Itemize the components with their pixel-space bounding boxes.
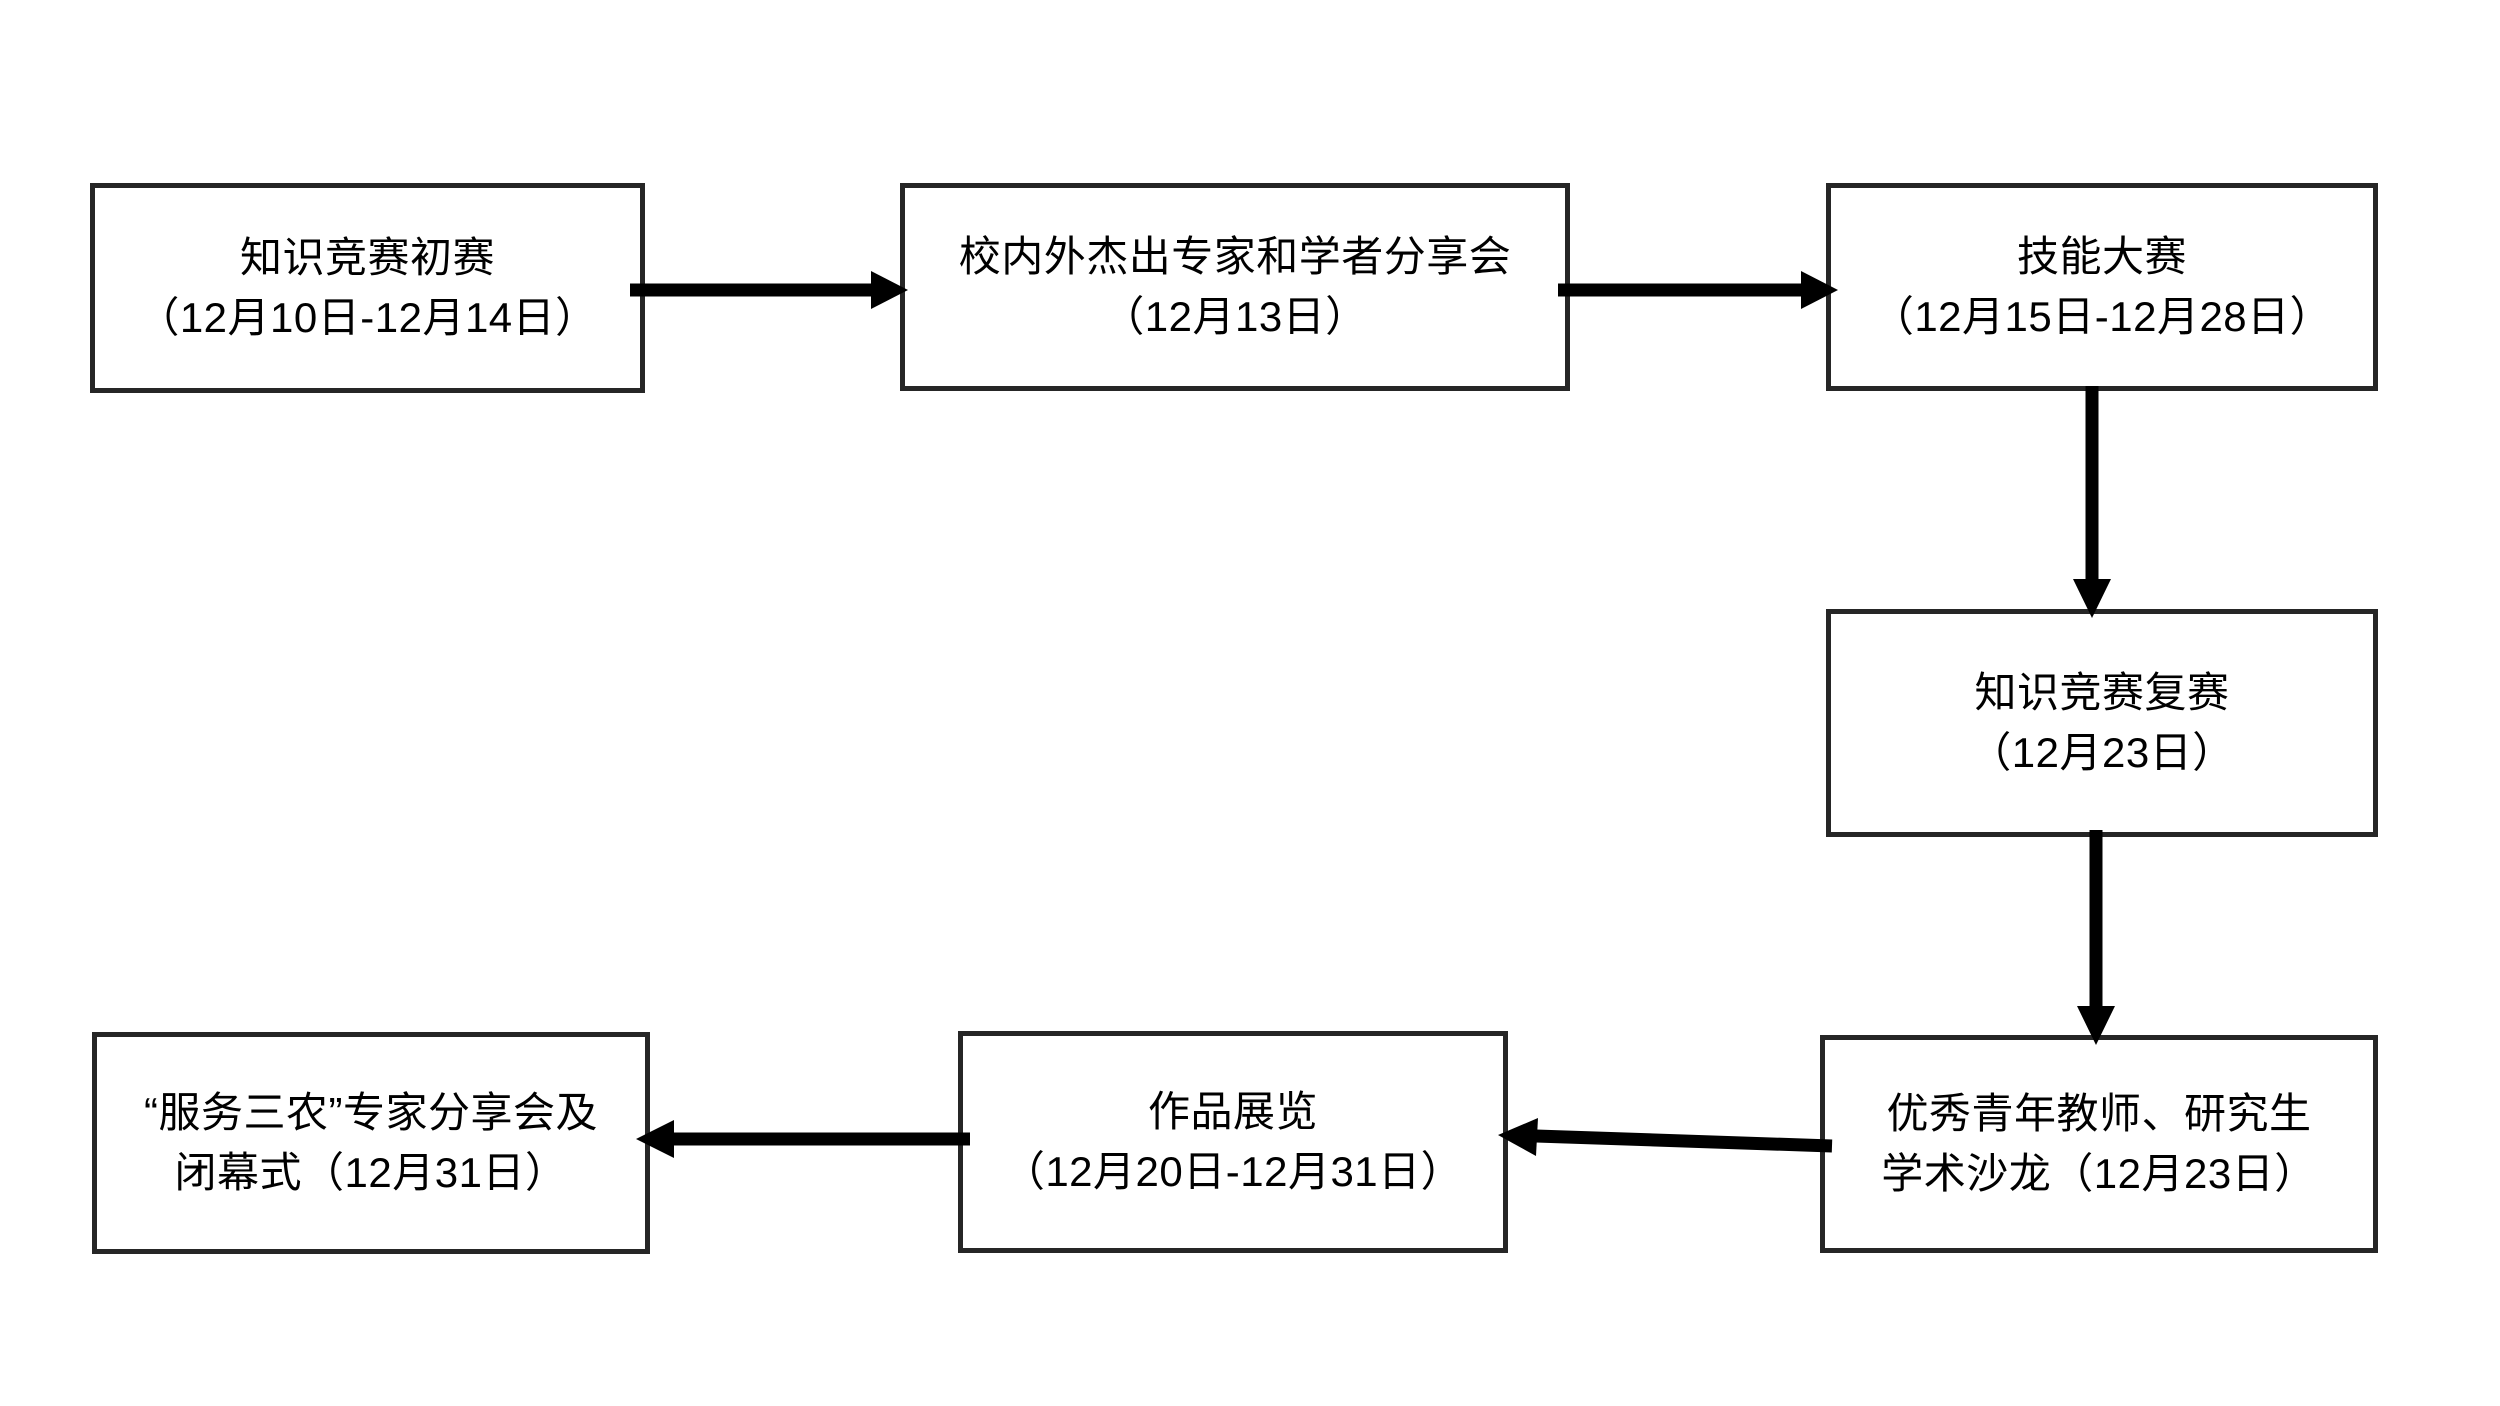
flow-node-label: 优秀青年教师、研究生 学术沙龙（12月23日） [1881,1090,2317,1197]
arrow-down-icon [2060,386,2130,618]
flow-node-knowledge-contest-semifinal[interactable]: 知识竞赛复赛 （12月23日） [1826,609,2378,837]
arrow-left-icon [632,1112,972,1168]
flow-node-label: 技能大赛 （12月15日-12月28日） [1871,233,2333,340]
arrow-down-icon [2060,830,2130,1045]
flow-node-academic-salon[interactable]: 优秀青年教师、研究生 学术沙龙（12月23日） [1820,1035,2378,1253]
flow-node-label: “服务三农”专家分享会及 闭幕式（12月31日） [144,1089,598,1196]
flow-node-label: 知识竞赛复赛 （12月23日） [1969,669,2235,776]
flow-node-label: 知识竞赛初赛 （12月10日-12月14日） [137,234,598,341]
flow-node-skills-competition[interactable]: 技能大赛 （12月15日-12月28日） [1826,183,2378,391]
arrow-left-icon [1494,1112,1834,1168]
arrow-right-icon [1556,262,1838,318]
arrow-right-icon [628,262,908,318]
flow-node-works-exhibition[interactable]: 作品展览 （12月20日-12月31日） [958,1031,1508,1253]
flow-node-label: 校内外杰出专家和学者分享会 （12月13日） [958,233,1512,340]
flow-node-label: 作品展览 （12月20日-12月31日） [1002,1088,1464,1195]
flow-node-expert-scholar-sharing[interactable]: 校内外杰出专家和学者分享会 （12月13日） [900,183,1570,391]
flow-node-knowledge-contest-prelim[interactable]: 知识竞赛初赛 （12月10日-12月14日） [90,183,645,393]
flow-node-closing-ceremony[interactable]: “服务三农”专家分享会及 闭幕式（12月31日） [92,1032,650,1254]
